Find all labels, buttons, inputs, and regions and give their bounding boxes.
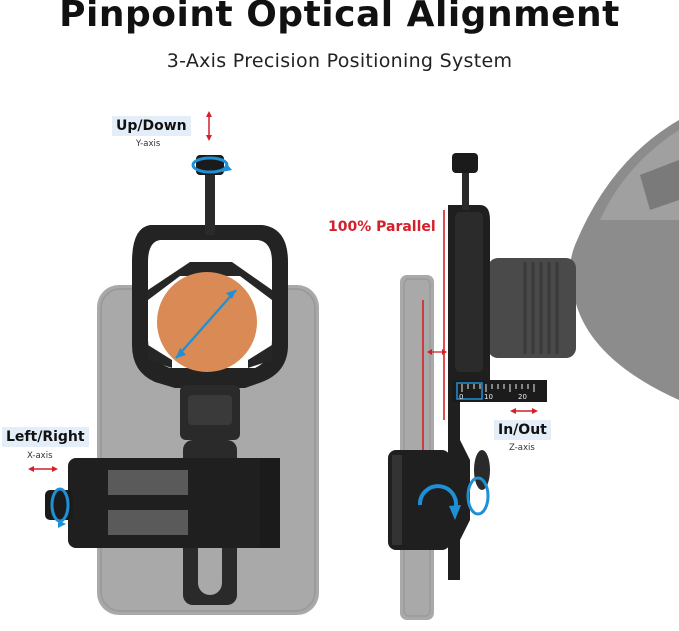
y-axis-label: Up/Down [112,116,191,136]
x-axis-label: Left/Right [2,427,89,447]
side-top-knob [452,153,478,173]
z-axis-sub: Z-axis [509,443,535,453]
side-phone [400,275,434,620]
rotation-arrow-icon [417,484,458,511]
z-axis-label: In/Out [494,420,551,440]
scale-tick-0: 0 [459,393,463,401]
parallel-callout: 100% Parallel [328,219,436,235]
page-title: Pinpoint Optical Alignment [59,0,620,35]
top-screw-rod [205,170,215,235]
scale-tick-10: 10 [484,393,493,401]
y-axis-sub: Y-axis [136,139,161,149]
page-subtitle: 3-Axis Precision Positioning System [166,50,513,72]
x-axis-sub: X-axis [27,451,53,461]
scale-tick-20: 20 [518,393,527,401]
z-axis-scale [452,380,547,402]
